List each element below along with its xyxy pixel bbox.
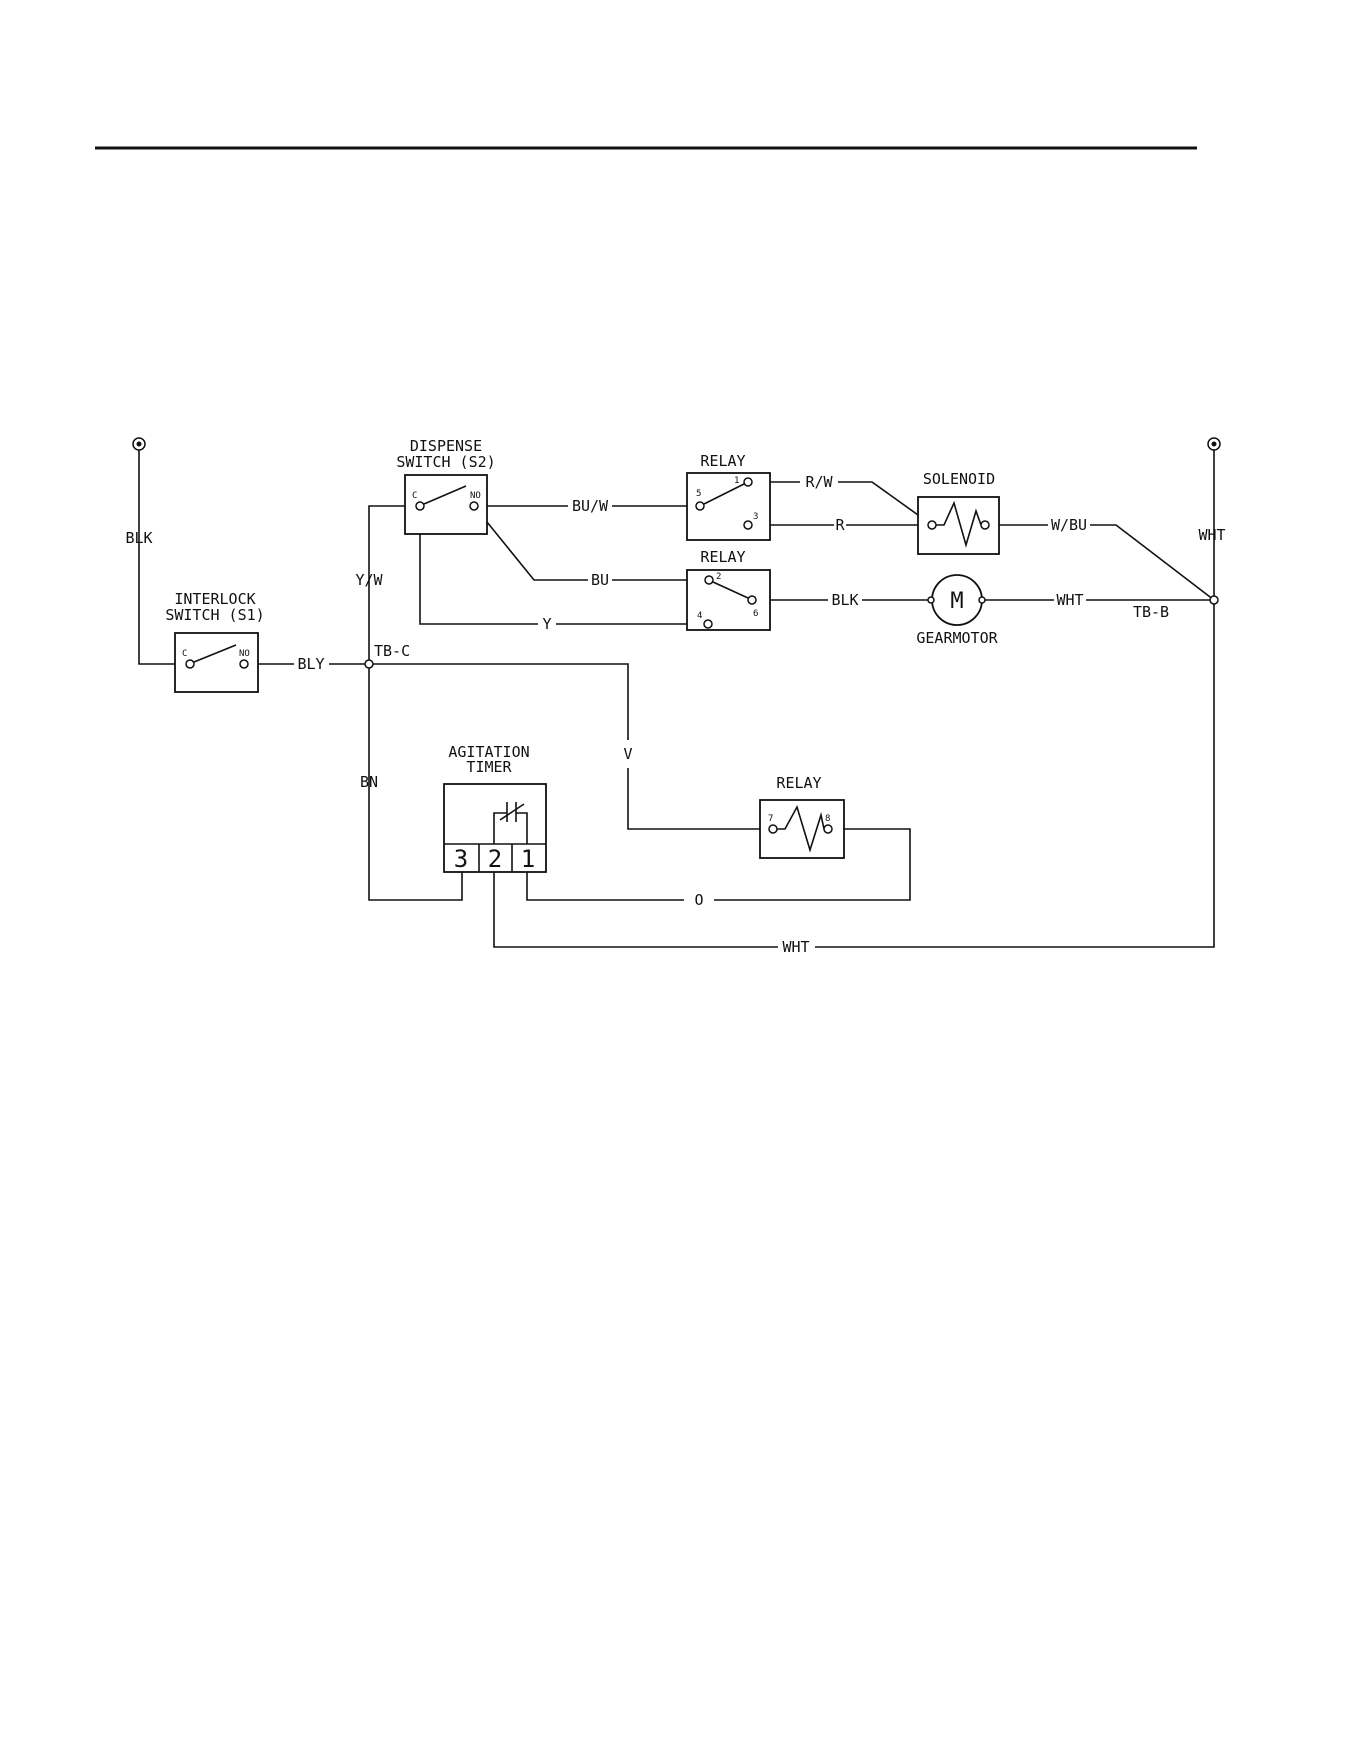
label-y-w: Y/W — [355, 571, 383, 589]
dispense-title-line2: SWITCH (S2) — [396, 453, 495, 471]
dispense-switch: C NO — [405, 475, 487, 534]
timer-terminal-3: 3 — [454, 845, 468, 873]
supply-terminal-left — [133, 438, 145, 450]
label-w-bu: W/BU — [1051, 516, 1087, 534]
label-tb-c: TB-C — [374, 642, 410, 660]
relay-middle: 2 6 4 — [687, 570, 770, 630]
gearmotor: M — [928, 575, 985, 625]
label-r-w: R/W — [805, 473, 833, 491]
label-bly: BLY — [297, 655, 324, 673]
interlock-c-label: C — [182, 649, 187, 659]
relay-middle-pin-6: 6 — [753, 609, 758, 619]
label-tb-b: TB-B — [1133, 603, 1169, 621]
label-wht-right: WHT — [1198, 526, 1225, 544]
dispense-c-label: C — [412, 491, 417, 501]
relay-coil-title: RELAY — [776, 774, 821, 792]
label-bn: BN — [360, 773, 378, 791]
solenoid-title: SOLENOID — [923, 470, 995, 488]
label-wht-bottom: WHT — [782, 938, 809, 956]
relay-top: 5 1 3 — [687, 473, 770, 540]
relay-top-title: RELAY — [700, 452, 745, 470]
timer-terminal-2: 2 — [488, 845, 502, 873]
solenoid — [918, 497, 999, 554]
relay-middle-pin-2: 2 — [716, 572, 721, 582]
interlock-title-line2: SWITCH (S1) — [165, 606, 264, 624]
supply-terminal-right — [1208, 438, 1220, 450]
wire-labels: BLK WHT BLY Y/W BN TB-C TB-B BU/W BU Y R… — [125, 473, 1225, 956]
relay-middle-pin-4: 4 — [697, 611, 702, 621]
label-blk-motor: BLK — [831, 591, 858, 609]
tb-b-junction — [1210, 596, 1218, 604]
interlock-no-label: NO — [239, 649, 250, 659]
label-blk-left: BLK — [125, 529, 152, 547]
label-wht-motor: WHT — [1056, 591, 1083, 609]
wire-bu — [474, 506, 588, 580]
label-r: R — [835, 516, 845, 534]
wire-v — [369, 664, 628, 740]
relay-coil-pin-7: 7 — [768, 814, 773, 824]
tb-c-junction — [365, 660, 373, 668]
dispense-no-label: NO — [470, 491, 481, 501]
relay-coil-pin-8: 8 — [825, 814, 830, 824]
label-y: Y — [542, 615, 551, 633]
timer-terminal-1: 1 — [521, 845, 535, 873]
interlock-switch: C NO — [175, 633, 258, 692]
label-v: V — [623, 745, 632, 763]
wire-wht-right — [815, 449, 1214, 947]
wire-blk-left — [139, 449, 190, 664]
relay-coil: 7 8 — [760, 800, 844, 858]
agitation-timer: 3 2 1 — [444, 784, 546, 873]
relay-middle-title: RELAY — [700, 548, 745, 566]
relay-top-pin-1: 1 — [734, 476, 739, 486]
gearmotor-symbol: M — [950, 589, 963, 614]
label-bu-w: BU/W — [572, 497, 609, 515]
label-o: O — [694, 891, 703, 909]
relay-top-pin-5: 5 — [696, 489, 701, 499]
timer-title-line2: TIMER — [466, 758, 512, 776]
gearmotor-title: GEARMOTOR — [916, 629, 998, 647]
label-bu: BU — [591, 571, 609, 589]
relay-top-pin-3: 3 — [753, 512, 758, 522]
